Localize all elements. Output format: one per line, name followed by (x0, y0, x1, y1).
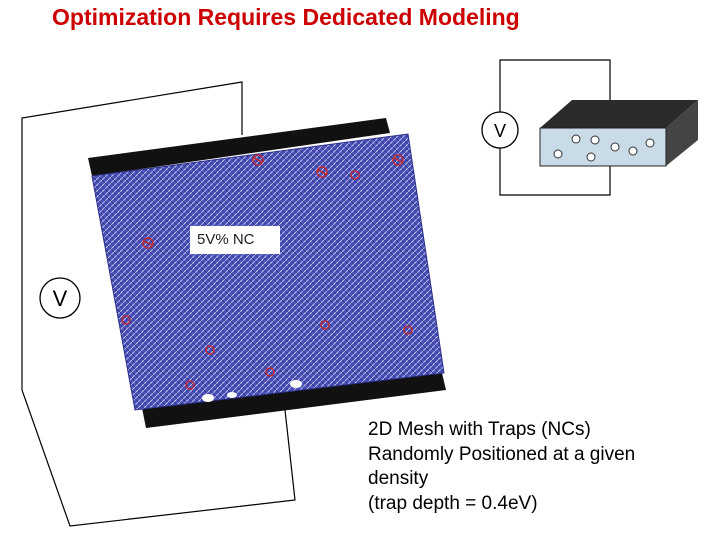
caption: 2D Mesh with Traps (NCs) Randomly Positi… (368, 418, 635, 516)
nc-concentration-label: 5V% NC (190, 226, 280, 254)
trap-marker (403, 325, 413, 335)
right-voltmeter: V (481, 111, 519, 149)
mesh-grid (91, 133, 445, 411)
trap-marker (392, 154, 404, 166)
trap-marker (350, 170, 360, 180)
top-electrode (88, 118, 390, 176)
trap-marker (205, 345, 215, 355)
box-front-face (539, 127, 667, 167)
caption-line: Randomly Positioned at a given (368, 443, 636, 465)
box-particles (553, 134, 655, 162)
trap-marker (316, 166, 328, 178)
page-title: Optimization Requires Dedicated Modeling (52, 4, 520, 30)
trap-marker (265, 367, 275, 377)
trap-marker (252, 154, 264, 166)
caption-line: density (368, 468, 429, 489)
trap-marker (142, 237, 154, 249)
trap-marker (121, 315, 131, 325)
box-side-face (666, 100, 698, 166)
right-circuit-wire (499, 59, 611, 196)
trap-marker (185, 380, 195, 390)
box-top-face (540, 100, 698, 128)
caption-line: (trap depth = 0.4eV) (368, 492, 538, 514)
trap-marker (320, 320, 330, 330)
left-circuit-wire (21, 81, 296, 527)
trap-spots-white (202, 380, 302, 402)
left-voltmeter-label: V (53, 286, 68, 311)
left-voltmeter: V (39, 277, 81, 319)
device-box (539, 100, 698, 167)
right-voltmeter-label: V (494, 121, 506, 141)
caption-line: 2D Mesh with Traps (NCs) (368, 419, 591, 440)
bottom-electrode (142, 373, 446, 428)
trap-markers (121, 154, 413, 390)
